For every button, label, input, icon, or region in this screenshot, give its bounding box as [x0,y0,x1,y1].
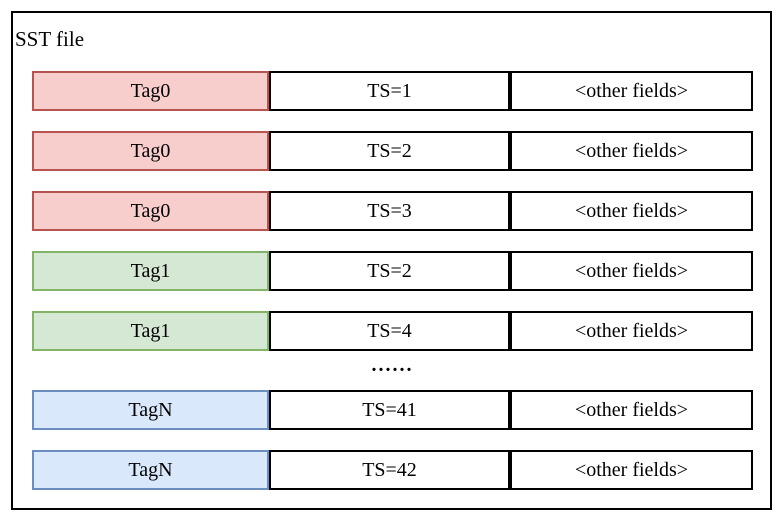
tag-cell: Tag0 [32,131,269,171]
record-row: Tag0 TS=2 <other fields> [32,131,753,171]
tag-cell: TagN [32,450,269,490]
timestamp-cell: TS=42 [269,450,510,490]
tag-cell: TagN [32,390,269,430]
timestamp-cell: TS=2 [269,131,510,171]
timestamp-cell: TS=1 [269,71,510,111]
timestamp-cell: TS=4 [269,311,510,351]
ellipsis-text: ...... [371,354,414,376]
tag-cell: Tag0 [32,71,269,111]
other-fields-cell: <other fields> [510,131,753,171]
record-row: TagN TS=41 <other fields> [32,390,753,430]
other-fields-cell: <other fields> [510,71,753,111]
other-fields-cell: <other fields> [510,450,753,490]
tag-cell: Tag0 [32,191,269,231]
tag-cell: Tag1 [32,311,269,351]
record-row: TagN TS=42 <other fields> [32,450,753,490]
other-fields-cell: <other fields> [510,191,753,231]
timestamp-cell: TS=2 [269,251,510,291]
other-fields-cell: <other fields> [510,390,753,430]
timestamp-cell: TS=3 [269,191,510,231]
tag-cell: Tag1 [32,251,269,291]
record-row: Tag1 TS=2 <other fields> [32,251,753,291]
other-fields-cell: <other fields> [510,251,753,291]
sst-file-label: SST file [15,27,85,51]
sst-file-box: SST file Tag0 TS=1 <other fields> Tag0 T… [11,11,772,510]
timestamp-cell: TS=41 [269,390,510,430]
record-row: Tag0 TS=1 <other fields> [32,71,753,111]
record-row: Tag1 TS=4 <other fields> [32,311,753,351]
record-row: Tag0 TS=3 <other fields> [32,191,753,231]
other-fields-cell: <other fields> [510,311,753,351]
